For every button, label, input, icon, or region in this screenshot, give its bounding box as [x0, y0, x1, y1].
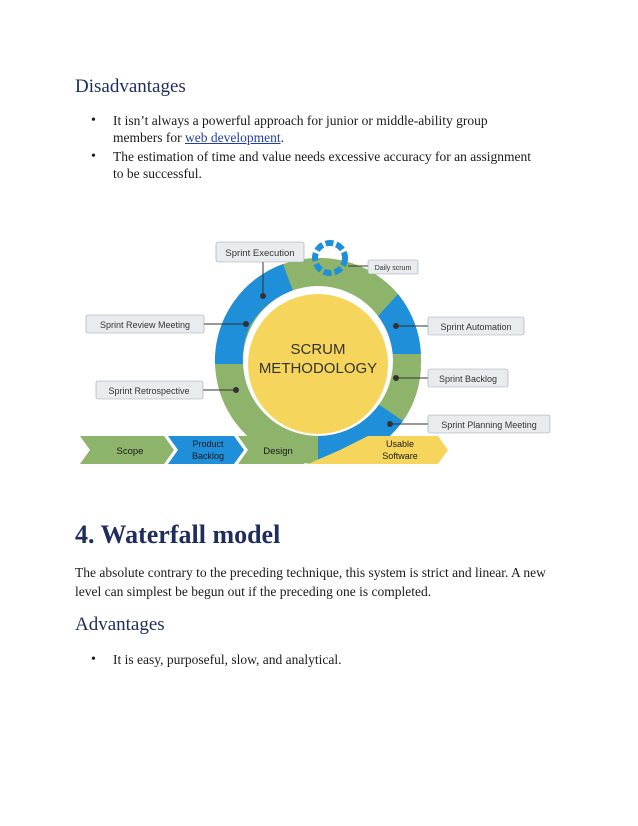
waterfall-paragraph: The absolute contrary to the preceding t… — [75, 565, 546, 599]
waterfall-heading: 4. Waterfall model — [75, 520, 281, 549]
list-item-text: It is easy, purposeful, slow, and analyt… — [113, 652, 342, 667]
scrum-methodology-diagram: SCRUM METHODOLOGY Sprint Execution Daily… — [80, 240, 551, 465]
arrow-scope — [80, 436, 174, 464]
list-item: • The estimation of time and value needs… — [75, 148, 535, 182]
svg-text:Product: Product — [192, 439, 224, 449]
ring-segment-blue-3 — [318, 404, 403, 465]
list-item-text: It isn’t always a powerful approach for … — [113, 113, 488, 145]
scrum-cycle-ring — [214, 257, 421, 465]
advantages-heading: Advantages — [75, 614, 165, 635]
label-daily-scrum: Daily scrum — [375, 265, 412, 272]
disadvantages-heading: Disadvantages — [75, 76, 186, 97]
center-title-2: METHODOLOGY — [259, 360, 377, 377]
bottom-arrows: Scope Product Backlog Design Usable Soft… — [80, 436, 448, 464]
web-development-link[interactable]: web development — [184, 130, 281, 145]
label-sprint-review: Sprint Review Meeting — [100, 320, 190, 330]
label-sprint-execution: Sprint Execution — [225, 248, 294, 259]
label-sprint-planning: Sprint Planning Meeting — [441, 420, 537, 430]
advantages-list: • It is easy, purposeful, slow, and anal… — [75, 651, 535, 670]
list-item: • It isn’t always a powerful approach fo… — [91, 113, 488, 145]
label-sprint-automation: Sprint Automation — [440, 322, 511, 332]
list-item-text: The estimation of time and value needs e… — [113, 149, 531, 181]
label-boxes: Sprint Execution Daily scrum Sprint Revi… — [85, 241, 551, 434]
svg-text:Design: Design — [263, 446, 293, 457]
arrow-product-backlog — [168, 436, 244, 464]
label-sprint-backlog: Sprint Backlog — [439, 374, 497, 384]
list-item: • It is easy, purposeful, slow, and anal… — [75, 651, 535, 668]
daily-scrum-circle — [312, 240, 348, 276]
center-title-1: SCRUM — [291, 341, 346, 358]
disadvantages-list: • It isn’t always a powerful approach fo… — [75, 112, 535, 184]
svg-text:Scope: Scope — [117, 446, 144, 457]
arrow-design — [238, 436, 314, 464]
arrow-usable-software — [308, 436, 448, 464]
svg-text:Usable: Usable — [386, 439, 414, 449]
daily-scrum-ring — [312, 240, 348, 276]
bullet-icon: • — [91, 149, 96, 164]
bullet-icon: • — [91, 652, 96, 667]
svg-text:Software: Software — [382, 451, 418, 461]
connectors — [203, 262, 428, 427]
svg-text:Backlog: Backlog — [192, 451, 224, 461]
bullet-icon: • — [91, 113, 96, 128]
center-circle — [248, 294, 388, 434]
label-sprint-retrospective: Sprint Retrospective — [108, 386, 189, 396]
